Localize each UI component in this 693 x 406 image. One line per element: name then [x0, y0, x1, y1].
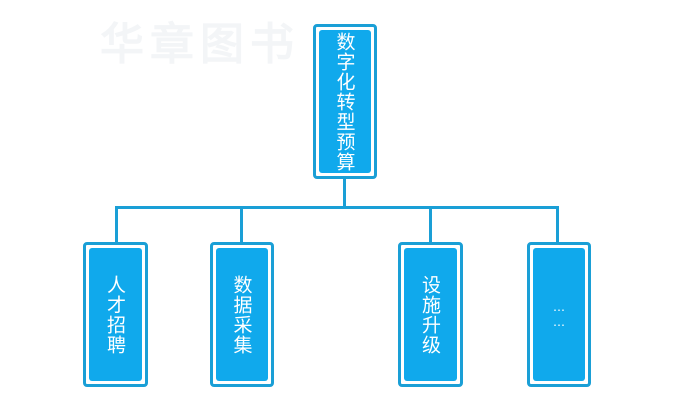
connector-child-4	[556, 206, 559, 244]
child-node: 设施升级	[398, 242, 463, 387]
root-node: 数字化转型预算	[313, 24, 377, 179]
child-label: 数据采集	[230, 274, 253, 355]
child-label: 设施升级	[419, 274, 441, 355]
child-label: 人才招聘	[104, 274, 126, 355]
connector-horizontal	[115, 206, 559, 209]
child-label: ……	[552, 299, 566, 330]
child-node: 人才招聘	[83, 242, 148, 387]
root-label: 数字化转型预算	[333, 31, 356, 172]
watermark: 华章图书	[100, 19, 300, 70]
connector-child-2	[240, 206, 243, 244]
child-node: ……	[527, 242, 591, 387]
connector-root	[343, 177, 346, 208]
child-node: 数据采集	[210, 242, 274, 387]
connector-child-3	[429, 206, 432, 244]
connector-child-1	[115, 206, 118, 244]
